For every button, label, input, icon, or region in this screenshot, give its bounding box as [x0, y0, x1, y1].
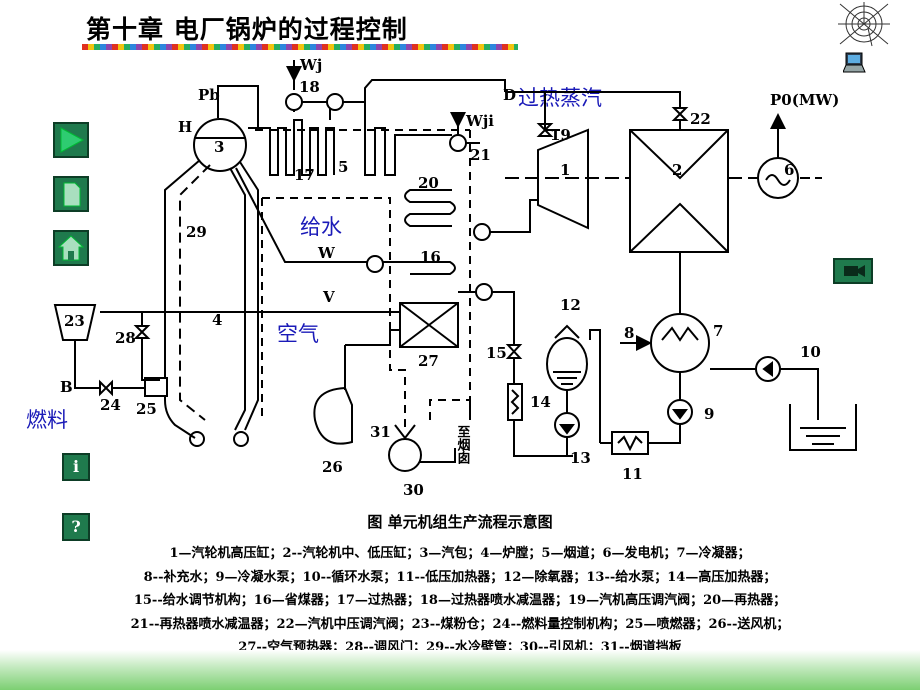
label-27: 27	[418, 352, 439, 370]
forced-draft-fan	[313, 386, 353, 445]
induced-draft-fan	[388, 438, 422, 472]
spider-web-icon	[838, 2, 890, 47]
label-19: 19	[550, 126, 571, 144]
label-15: 15	[486, 344, 507, 362]
label-5: 5	[338, 158, 348, 176]
legend-line: 1—汽轮机高压缸；2--汽轮机中、低压缸；3—汽包；4—炉膛；5—烟道；6—发电…	[169, 546, 751, 561]
label-7: 7	[713, 322, 723, 340]
furnace-outline	[262, 197, 406, 430]
burner	[144, 377, 168, 397]
superheater-coils	[248, 119, 335, 176]
label-10: 10	[800, 343, 821, 361]
label-1: 1	[560, 161, 570, 179]
label-25: 25	[136, 400, 157, 418]
label-28: 28	[115, 329, 136, 347]
label-V: V	[322, 288, 335, 306]
title-underline	[82, 44, 518, 50]
condenser	[650, 313, 710, 373]
water-wall-tubes	[164, 159, 201, 439]
home-icon	[57, 235, 85, 261]
label-6: 6	[784, 161, 794, 179]
economizer-coils	[382, 261, 456, 275]
ip-lp-turbine	[629, 129, 729, 253]
label-29: 29	[186, 223, 207, 241]
label-24: 24	[100, 396, 121, 414]
label-4: 4	[212, 311, 222, 329]
label-31: 31	[370, 423, 391, 441]
label-17: 17	[294, 166, 315, 184]
label-12: 12	[560, 296, 581, 314]
help-button[interactable]: ?	[62, 513, 90, 541]
coal-bunker	[53, 304, 97, 341]
laptop-icon	[843, 52, 866, 73]
reheater-coils	[404, 189, 456, 227]
legend-line: 8--补充水；9—冷凝水泵；10--循环水泵；11--低压加热器；12—除氧器；…	[143, 569, 777, 585]
fuel-label: 燃料	[26, 408, 68, 432]
steam-drum	[193, 118, 247, 172]
play-icon	[60, 127, 85, 153]
home-button[interactable]	[53, 230, 89, 266]
hp-turbine	[537, 128, 589, 230]
play-button[interactable]	[53, 122, 89, 158]
label-Wj: Wj	[299, 56, 322, 74]
feedwater-label: 给水	[300, 215, 342, 239]
help-icon: ?	[71, 517, 81, 536]
label-30: 30	[403, 481, 424, 499]
label-26: 26	[322, 458, 343, 476]
camera-icon	[844, 265, 865, 277]
label-Pb: Pb	[198, 86, 220, 104]
air-label: 空气	[277, 322, 319, 346]
label-11: 11	[622, 465, 643, 483]
page-title: 第十章 电厂锅炉的过程控制	[86, 15, 408, 44]
deaerator	[546, 337, 588, 391]
hp-heater	[507, 383, 523, 421]
label-Wji: Wji	[465, 112, 494, 130]
label-9: 9	[704, 405, 714, 423]
chimney-label: 至烟囱	[455, 425, 471, 465]
label-20: 20	[418, 174, 439, 192]
document-icon	[63, 182, 81, 207]
label-B: B	[60, 378, 73, 396]
label-21: 21	[470, 146, 491, 164]
label-23: 23	[64, 312, 85, 330]
legend-line: 15--给水调节机构；16—省煤器；17—过热器；18—过热器喷水减温器；19—…	[133, 593, 787, 609]
superheated-steam-label: 过热蒸汽	[518, 86, 602, 110]
info-icon: i	[72, 457, 80, 476]
label-3: 3	[214, 138, 224, 156]
label-14: 14	[530, 393, 551, 411]
label-16: 16	[420, 248, 441, 266]
label-D: D	[503, 86, 516, 104]
label-H: H	[178, 118, 192, 136]
process-flow-diagram: 1 2 3 4 5 6 7 8 9 10 11 12 13 14 15 16 1…	[53, 56, 857, 499]
label-22: 22	[690, 110, 711, 128]
legend-line: 21--再热器喷水减温器；22—汽机中压调汽阀；23--煤粉仓；24--燃料量控…	[130, 616, 790, 632]
label-2: 2	[672, 161, 682, 179]
label-P0: P0(MW)	[770, 91, 839, 109]
camera-button[interactable]	[833, 258, 873, 284]
label-W: W	[317, 244, 336, 262]
label-8: 8	[624, 324, 634, 342]
label-13: 13	[570, 449, 591, 467]
component-legend: 1—汽轮机高压缸；2--汽轮机中、低压缸；3—汽包；4—炉膛；5—烟道；6—发电…	[0, 542, 920, 660]
footer-gradient	[0, 650, 920, 690]
info-button[interactable]: i	[62, 453, 90, 481]
label-18: 18	[299, 78, 320, 96]
document-button[interactable]	[53, 176, 89, 212]
figure-caption: 图 单元机组生产流程示意图	[367, 513, 553, 531]
